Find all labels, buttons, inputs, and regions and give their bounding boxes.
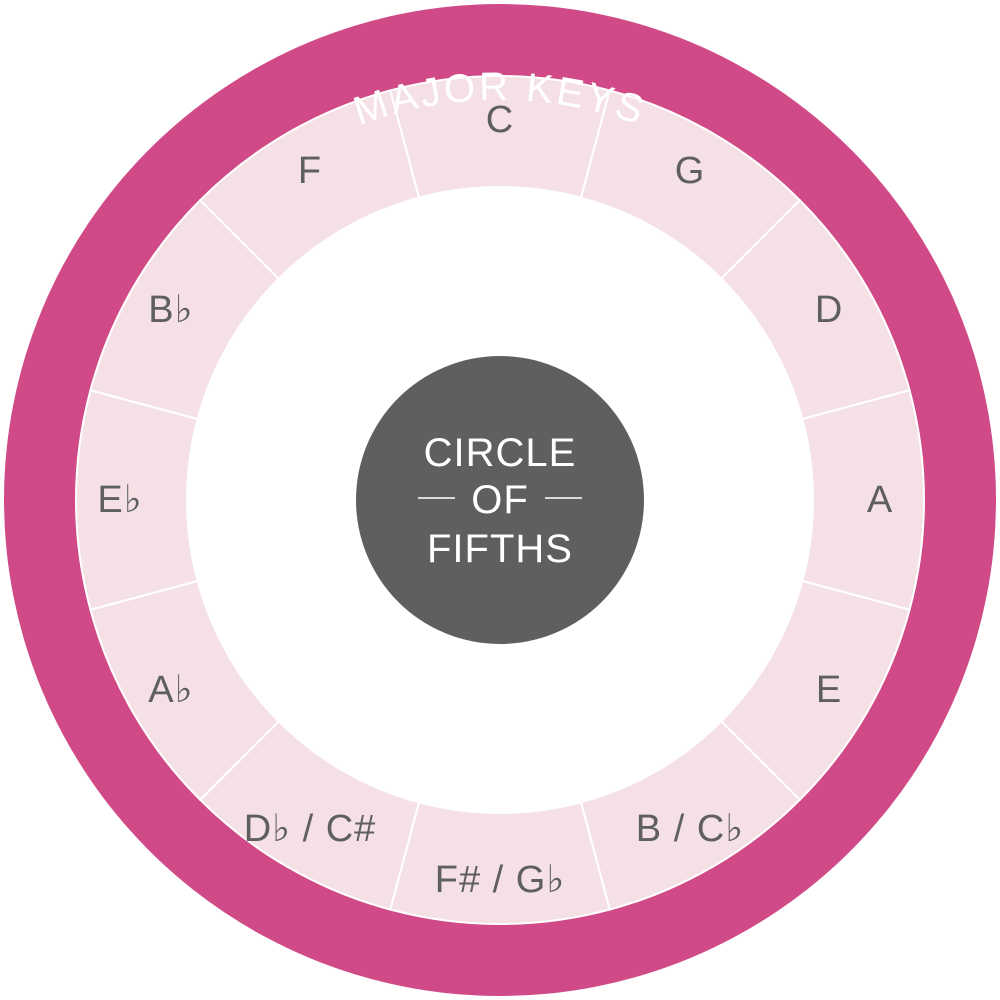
key-label-d: D xyxy=(815,289,843,331)
key-label-fs-gb: F# / G♭ xyxy=(435,859,566,901)
key-label-b-cb: B / C♭ xyxy=(636,808,744,850)
key-label-c: C xyxy=(486,99,514,141)
key-labels: C G D A E B / C♭ F# / G♭ D♭ / C# A♭ E♭ B♭ F xyxy=(97,99,893,901)
key-label-bb: B♭ xyxy=(148,289,193,331)
key-label-g: G xyxy=(675,150,706,192)
key-label-ab: A♭ xyxy=(148,669,193,711)
center-title-line2: OF xyxy=(471,478,529,522)
key-segments xyxy=(75,75,925,925)
key-label-a: A xyxy=(867,479,893,521)
key-label-eb: E♭ xyxy=(97,479,142,521)
center-title-line3: FIFTHS xyxy=(427,527,573,571)
center-title-line1: CIRCLE xyxy=(424,431,577,475)
key-label-e: E xyxy=(816,669,842,711)
key-segment-a xyxy=(801,389,925,611)
key-label-db-cs: D♭ / C# xyxy=(244,808,377,850)
center-disc xyxy=(356,356,644,644)
key-label-f: F xyxy=(298,150,322,192)
